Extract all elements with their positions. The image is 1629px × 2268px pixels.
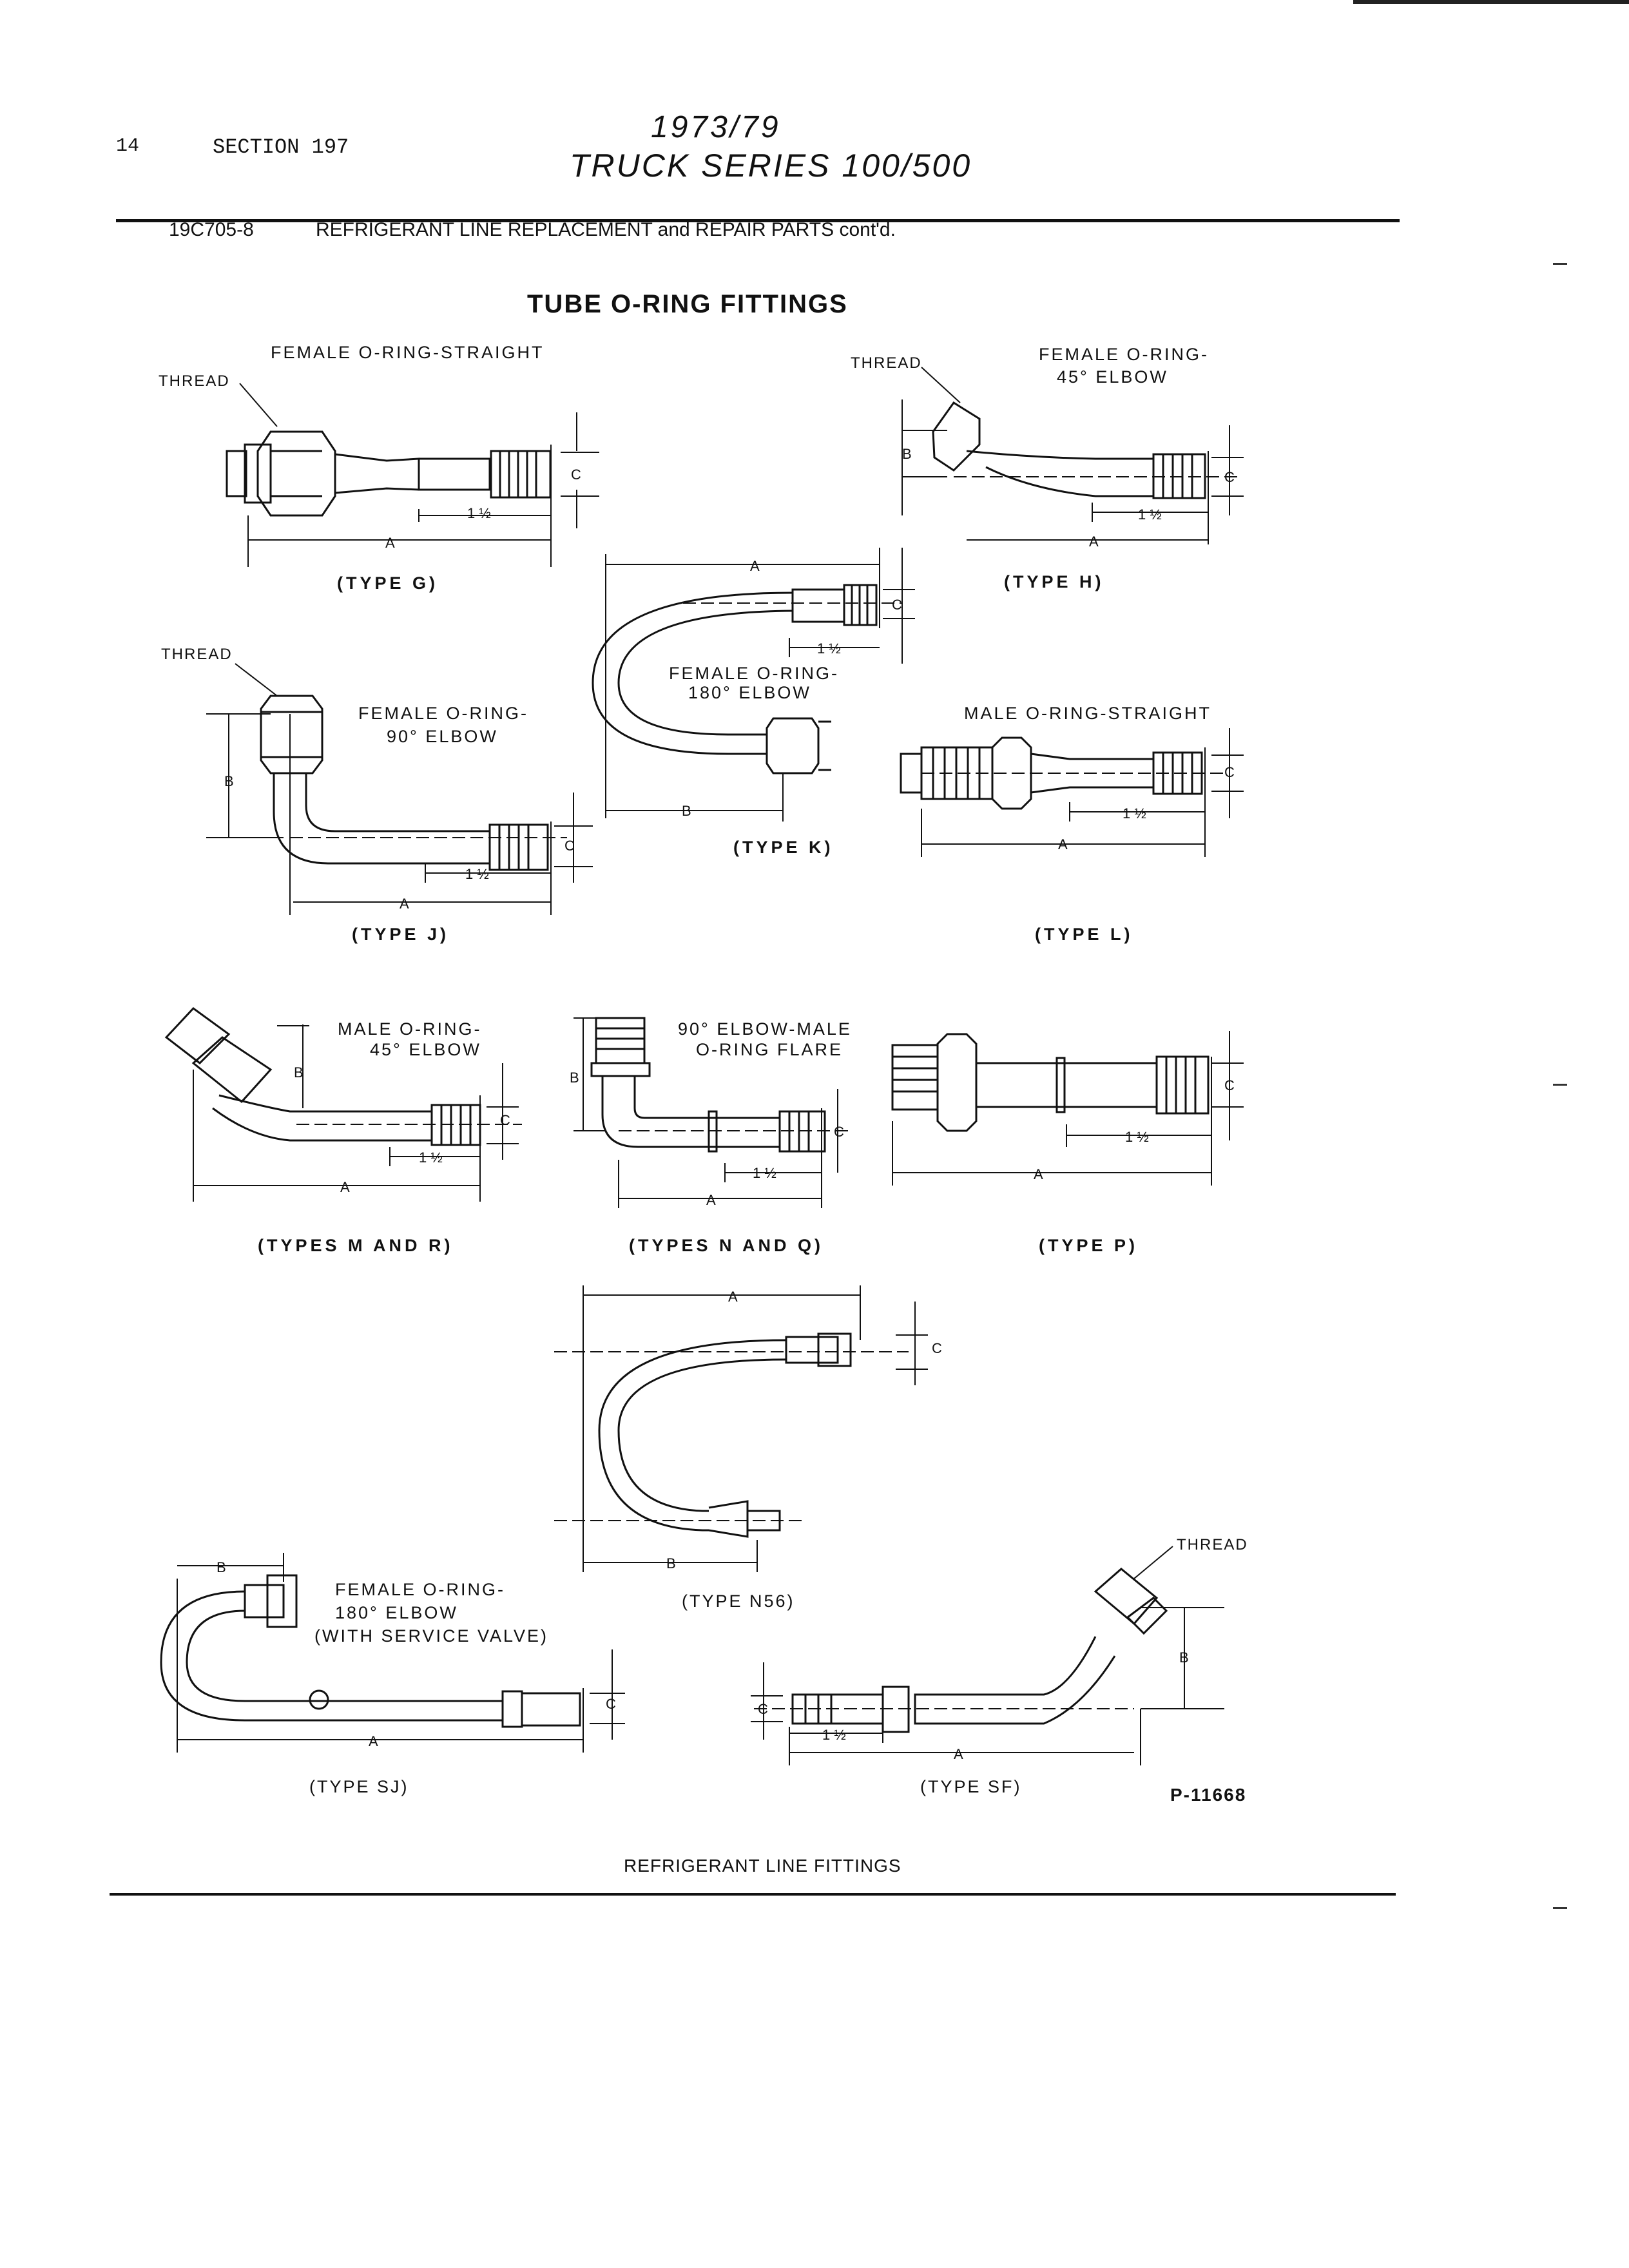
dim-b-sj: B: [217, 1559, 226, 1575]
part-number: P-11668: [1170, 1785, 1247, 1805]
thread-label-j: THREAD: [161, 646, 233, 663]
fitting-type-sf-drawing: [751, 1546, 1224, 1765]
dim-a-sf: A: [954, 1746, 963, 1762]
header-rule: [116, 219, 1400, 222]
label-type-sj-3: (WITH SERVICE VALVE): [314, 1626, 549, 1646]
dim-b-m: B: [294, 1064, 304, 1081]
type-n56-caption: (TYPE N56): [682, 1591, 795, 1611]
dim-len-g: 1 ½: [467, 505, 491, 521]
model-years: 1973/79: [651, 110, 781, 144]
type-sj-caption: (TYPE SJ): [309, 1777, 409, 1796]
type-j-caption: (TYPE J): [352, 925, 450, 944]
fitting-type-n56-drawing: [554, 1285, 928, 1572]
dim-len-k: 1 ½: [817, 640, 841, 657]
dim-a-n: A: [706, 1192, 716, 1208]
page-title: TUBE O-RING FITTINGS: [527, 290, 848, 318]
truck-series: TRUCK SERIES 100/500: [570, 148, 972, 184]
dim-c-sj: C: [606, 1696, 616, 1712]
label-type-h-1: FEMALE O-RING-: [1039, 345, 1210, 364]
fitting-type-h-drawing: [901, 367, 1244, 544]
thread-label-sf: THREAD: [1177, 1536, 1248, 1553]
thread-label-h: THREAD: [851, 354, 922, 372]
type-k-caption: (TYPE K): [733, 838, 834, 857]
margin-mark: [1553, 263, 1567, 265]
dim-a-h: A: [1089, 533, 1099, 550]
dim-a-j: A: [400, 896, 409, 912]
label-type-k-1: FEMALE O-RING-: [669, 664, 840, 683]
margin-mark: [1553, 1084, 1567, 1086]
dim-c-n: C: [834, 1124, 844, 1140]
type-h-caption: (TYPE H): [1004, 572, 1104, 591]
label-type-sj-2: 180° ELBOW: [335, 1603, 458, 1622]
label-type-m-2: 45° ELBOW: [370, 1040, 481, 1059]
dim-len-h: 1 ½: [1138, 506, 1162, 523]
page-number: 14: [116, 135, 140, 157]
dim-c-k: C: [892, 597, 902, 613]
type-p-caption: (TYPE P): [1039, 1236, 1139, 1255]
dim-b-j: B: [224, 773, 234, 789]
dim-c-h: C: [1224, 469, 1235, 485]
dim-a-sj: A: [369, 1733, 378, 1749]
footer-rule: [110, 1893, 1396, 1896]
type-n-caption: (TYPES N AND Q): [629, 1236, 824, 1255]
fitting-type-m-drawing: [164, 1007, 522, 1202]
dim-len-sf: 1 ½: [822, 1727, 846, 1743]
margin-mark: [1553, 1907, 1567, 1909]
dim-a-p: A: [1034, 1166, 1043, 1182]
dim-c-sf: C: [758, 1701, 768, 1717]
section-subtitle: REFRIGERANT LINE REPLACEMENT and REPAIR …: [316, 219, 896, 240]
dim-len-p: 1 ½: [1125, 1129, 1149, 1145]
part-code: 19C705-8: [169, 219, 254, 240]
dim-len-m: 1 ½: [419, 1149, 443, 1166]
thread-label-g: THREAD: [159, 372, 230, 390]
dim-c-j: C: [564, 838, 575, 854]
dim-a-l: A: [1058, 836, 1068, 852]
label-type-n-1: 90° ELBOW-MALE: [678, 1019, 852, 1039]
label-type-j-1: FEMALE O-RING-: [358, 704, 529, 723]
fitting-type-n-drawing: [574, 1017, 851, 1208]
dim-c-g: C: [571, 466, 581, 483]
section-label: SECTION 197: [213, 135, 349, 159]
dim-a-m: A: [340, 1179, 350, 1195]
dim-b-n56: B: [666, 1555, 676, 1571]
label-type-sj-1: FEMALE O-RING-: [335, 1580, 506, 1599]
label-type-l: MALE O-RING-STRAIGHT: [964, 704, 1212, 723]
dim-b-n: B: [570, 1070, 579, 1086]
dim-b-h: B: [902, 446, 912, 462]
label-type-m-1: MALE O-RING-: [338, 1019, 482, 1039]
type-l-caption: (TYPE L): [1035, 925, 1133, 944]
type-sf-caption: (TYPE SF): [920, 1777, 1022, 1796]
dim-c-m: C: [500, 1112, 510, 1128]
dim-b-sf: B: [1179, 1649, 1189, 1666]
fitting-type-sj-drawing: [160, 1553, 625, 1753]
dim-a-k: A: [750, 558, 760, 574]
label-type-j-2: 90° ELBOW: [387, 727, 498, 746]
type-g-caption: (TYPE G): [337, 573, 439, 593]
fitting-type-k-drawing: [592, 548, 915, 822]
label-type-h-2: 45° ELBOW: [1057, 367, 1168, 387]
top-edge-mark: [1353, 0, 1629, 4]
label-type-n-2: O-RING FLARE: [696, 1040, 843, 1059]
figure-caption: REFRIGERANT LINE FITTINGS: [624, 1856, 901, 1876]
dim-c-p: C: [1224, 1077, 1235, 1093]
dim-a-g: A: [385, 535, 395, 551]
dim-len-n: 1 ½: [753, 1165, 776, 1181]
dim-c-n56: C: [932, 1340, 942, 1356]
dim-len-l: 1 ½: [1123, 805, 1146, 822]
dim-a-n56: A: [728, 1289, 738, 1305]
dim-b-k: B: [682, 803, 691, 819]
dim-len-j: 1 ½: [465, 866, 489, 882]
label-type-g: FEMALE O-RING-STRAIGHT: [271, 343, 545, 362]
type-m-caption: (TYPES M AND R): [258, 1236, 454, 1255]
dim-c-l: C: [1224, 764, 1235, 780]
fitting-type-j-drawing: [206, 663, 593, 915]
fitting-type-l-drawing: [900, 728, 1244, 857]
fitting-type-p-drawing: [891, 1031, 1244, 1186]
fitting-type-g-drawing: [226, 383, 599, 567]
label-type-k-2: 180° ELBOW: [688, 683, 811, 702]
